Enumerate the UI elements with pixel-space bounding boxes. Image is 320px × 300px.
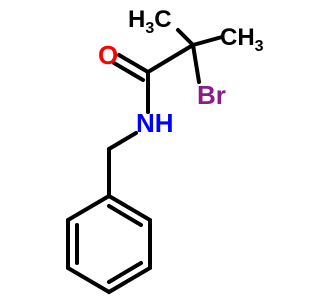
aromatic-line-1: [107, 204, 143, 227]
bond-carbonyl-oxygen-1: [117, 53, 150, 74]
methyl-left-h: H: [128, 6, 145, 33]
bonds: [66, 28, 224, 295]
bond-carbonyl-quaternary: [146, 43, 195, 74]
methyl-left-label: H3C: [128, 6, 172, 37]
bond-carbonyl-oxygen-2: [112, 61, 145, 82]
aromatic-line-2: [107, 261, 143, 284]
methyl-right-subscript: 3: [255, 38, 264, 55]
molecule-diagram: O NH Br H3C CH3: [66, 6, 264, 295]
methyl-left-subscript: 3: [145, 20, 154, 37]
bond-nitrogen-methylene: [107, 131, 138, 151]
methyl-right-label: CH3: [220, 24, 264, 55]
methyl-right-ch: CH: [220, 24, 255, 51]
bond-quaternary-bromine: [191, 43, 201, 84]
bromine-label: Br: [197, 80, 226, 110]
bond-quaternary-methyl-right: [191, 35, 224, 47]
bond-quaternary-methyl-left: [176, 28, 195, 47]
benzene-ring: [66, 193, 152, 295]
nitrogen-label: NH: [136, 108, 174, 138]
oxygen-label: O: [98, 40, 118, 70]
methyl-left-c: C: [154, 6, 171, 33]
